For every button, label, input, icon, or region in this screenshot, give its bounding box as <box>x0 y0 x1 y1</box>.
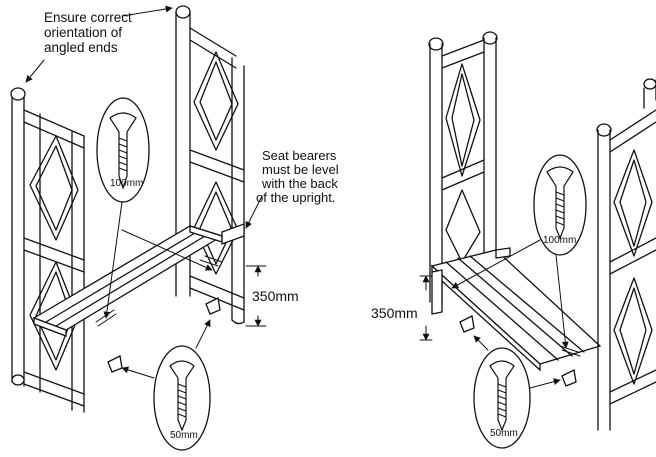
left-assembly: 350mm Ensure correct orientation of angl… <box>10 5 339 451</box>
left-height-dimension: 350mm <box>245 265 299 327</box>
seat-note-line-3: with the back <box>261 176 338 191</box>
right-height-label: 350mm <box>371 305 418 321</box>
left-upright-back <box>175 5 245 325</box>
seat-note-line-2: must be level <box>262 162 339 177</box>
orientation-note-line-3: angled ends <box>44 40 118 55</box>
seat-note-line-4: of the upright. <box>256 190 336 205</box>
right-assembly: 350mm 100mm 50mm <box>371 31 656 449</box>
left-screw-100-label: 100mm <box>110 178 143 189</box>
right-screw-100-callout: 100mm <box>451 154 587 357</box>
right-screw-100-label: 100mm <box>543 235 576 246</box>
right-screw-50-callout: 50mm <box>459 315 577 449</box>
left-seat <box>32 223 245 337</box>
orientation-note: Ensure correct orientation of angled end… <box>25 5 173 83</box>
right-upright-front <box>596 78 656 431</box>
right-seat <box>430 247 602 372</box>
left-screw-100-callout: 100mm <box>95 97 213 327</box>
left-height-label: 350mm <box>252 288 299 304</box>
right-screw-50-label: 50mm <box>490 428 518 439</box>
left-screw-50-label: 50mm <box>170 430 198 441</box>
right-height-dimension: 350mm <box>371 275 433 341</box>
left-upright-front <box>10 87 85 413</box>
seat-note-line-1: Seat bearers <box>262 148 337 163</box>
orientation-note-line-1: Ensure correct <box>44 10 132 25</box>
left-screw-50-callout: 50mm <box>107 297 221 451</box>
orientation-note-line-2: orientation of <box>44 25 122 40</box>
seat-bearer-note: Seat bearers must be level with the back… <box>245 148 339 229</box>
